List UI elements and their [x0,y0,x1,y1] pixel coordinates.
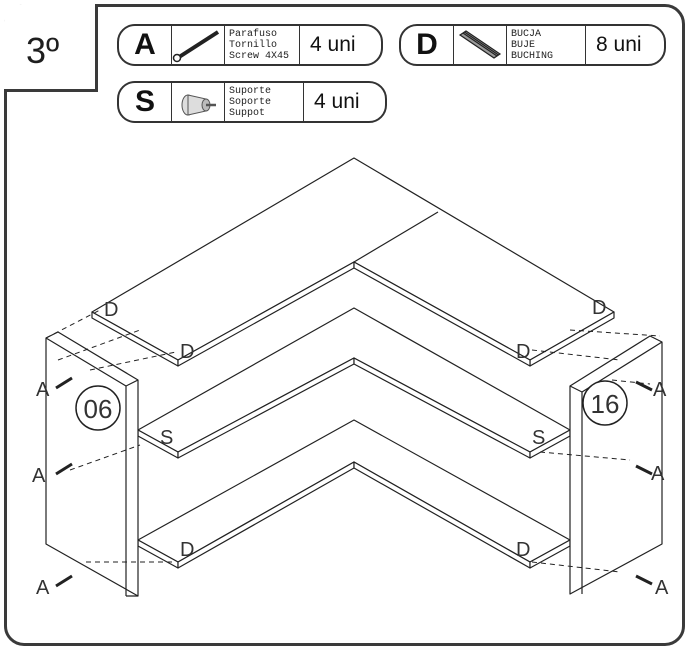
part-d-name-es: BUJE [511,40,536,51]
part-a-names: Parafuso Tornillo Screw 4X45 [225,26,300,64]
support-callout: S [532,427,545,449]
dowel-icon [454,26,507,64]
left-side-panel [45,331,139,597]
step-number: 3º [26,30,60,71]
dowel-callout: D [180,539,194,561]
screw-callout: A [651,463,665,485]
screw-callout: A [36,577,50,599]
dowel-callout: D [104,299,118,321]
part-s-letter: S [119,83,172,121]
screw-callout: A [653,379,667,401]
part-s-qty: 4 uni [314,90,360,113]
dowel-callout: D [516,341,530,363]
screw-callout: A [32,465,46,487]
left-panel-number: 06 [84,394,113,424]
part-s-name-en: Suppot [229,108,266,119]
screw-callout: A [36,379,50,401]
part-d-name-pt: BUCJA [511,29,542,40]
step-box: 3º [4,4,98,92]
part-a-legend: A Parafuso Tornillo Screw 4X45 4 uni [117,24,383,66]
part-d-letter: D [401,26,454,64]
right-side-panel [569,335,663,595]
part-d-names: BUCJA BUJE BUCHING [507,26,586,64]
part-d-legend: D BUCJA BUJE BUCHING 8 uni [399,24,666,66]
part-d-name-en: BUCHING [511,51,554,62]
screw-icon [172,26,225,64]
screw-callout: A [655,577,669,599]
right-panel-number: 16 [591,389,620,419]
part-s-names: Suporte Soporte Suppot [225,83,304,121]
part-a-name-en: Screw 4X45 [229,51,290,62]
support-callout: S [160,427,173,449]
instruction-frame [4,4,685,646]
dowel-callout: D [516,539,530,561]
part-a-name-pt: Parafuso [229,29,278,40]
part-d-qty: 8 uni [596,33,642,56]
part-s-legend: S Suporte Soporte Suppot 4 uni [117,81,387,123]
part-s-name-es: Soporte [229,97,272,108]
part-a-qty: 4 uni [310,33,356,56]
part-s-name-pt: Suporte [229,86,272,97]
part-a-letter: A [119,26,172,64]
dowel-callout: D [592,297,606,319]
support-icon [172,83,225,121]
part-a-name-es: Tornillo [229,40,278,51]
dowel-callout: D [180,341,194,363]
